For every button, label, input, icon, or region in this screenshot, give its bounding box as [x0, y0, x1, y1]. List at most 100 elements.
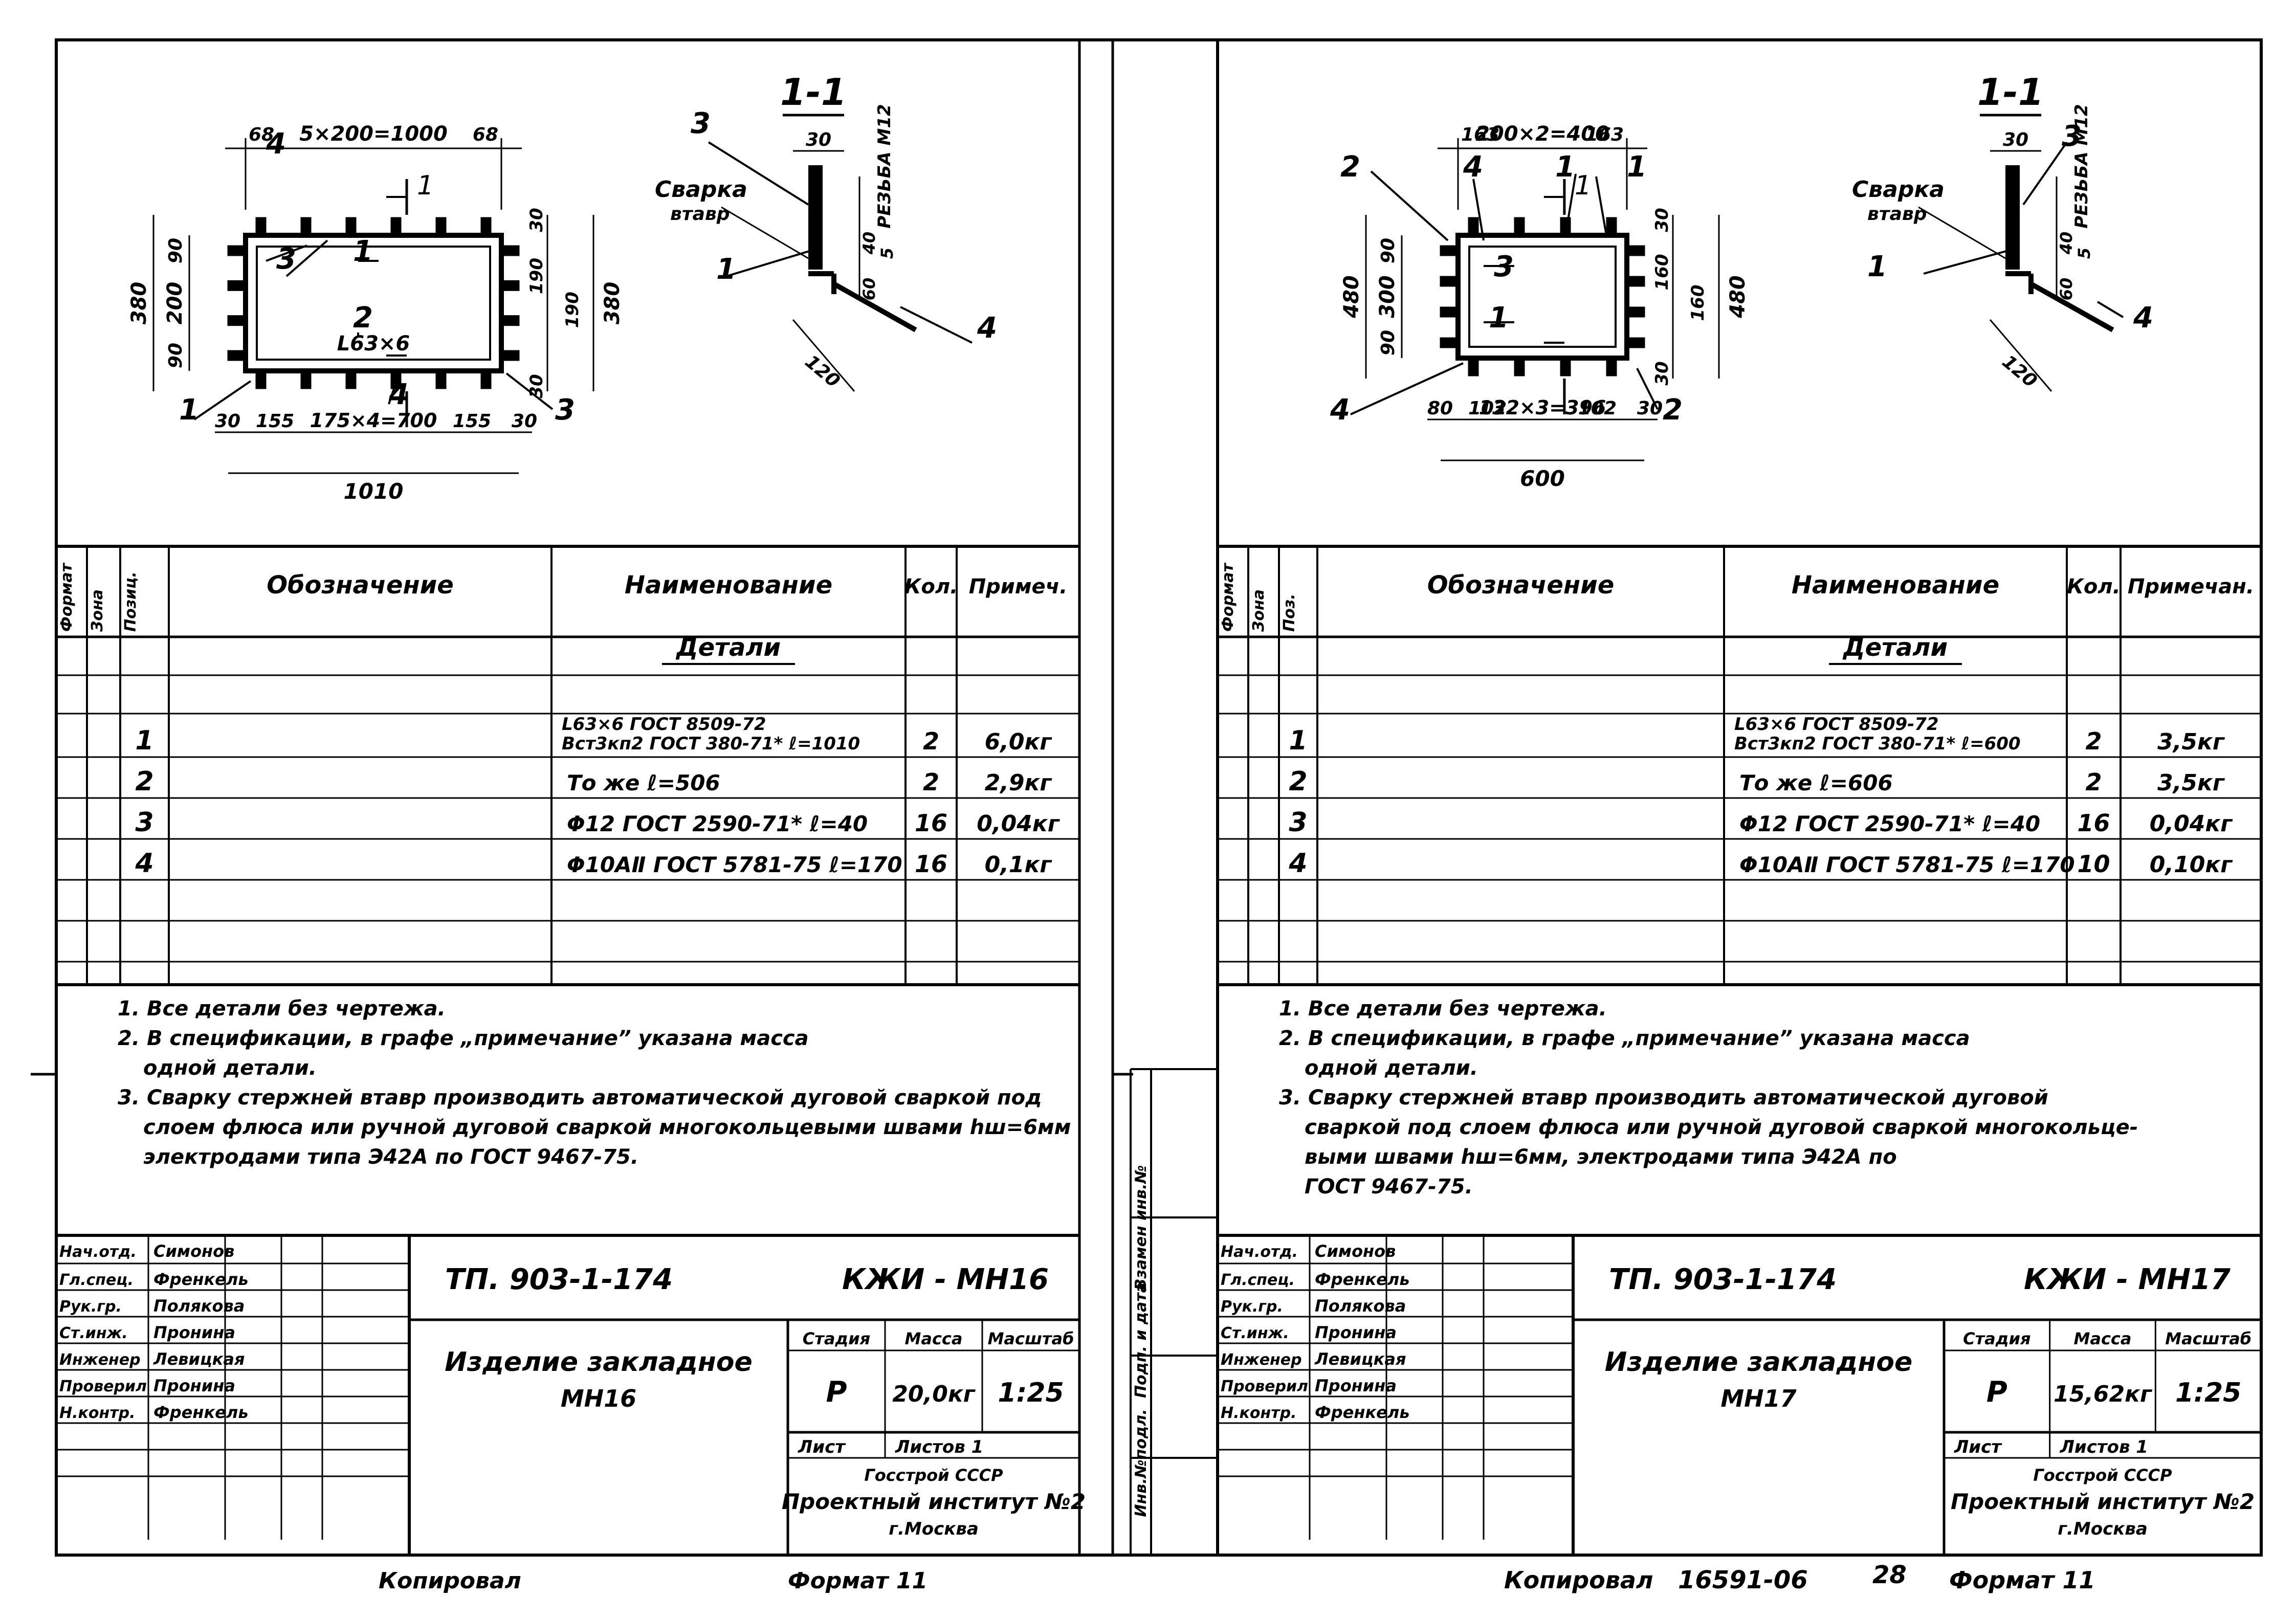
spec-row-note: 0,04кг [977, 811, 1060, 837]
spec-row-qty: 2 [923, 768, 939, 796]
leader-line [1636, 368, 1659, 410]
position-callout: 1 [1867, 250, 1887, 283]
staff-name: Пронина [1315, 1323, 1397, 1342]
dim-label: 190 [562, 292, 583, 328]
position-callout: 1 [179, 393, 199, 427]
spec-row-name: Вст3кп2 ГОСТ 380-71* ℓ=600 [1734, 734, 2021, 754]
position-callout: 3 [691, 107, 711, 140]
dim-label: 155 [453, 411, 491, 432]
dim-label: 380 [601, 282, 624, 325]
dim-total-label: 1010 [344, 479, 404, 504]
position-callout: 1 [353, 235, 373, 268]
spec-row-pos: 1 [1289, 725, 1307, 756]
dim-label: 30 [1652, 208, 1672, 232]
position-callout: 1 [1489, 301, 1509, 335]
spec-row-qty: 2 [2085, 727, 2102, 755]
staff-role: Рук.гр. [59, 1298, 122, 1316]
leader-line [1923, 250, 2008, 275]
anchor-stud-top [300, 217, 312, 236]
leader-line [2022, 141, 2068, 206]
org-line: Госстрой СССР [2033, 1466, 2172, 1485]
org-line: Проектный институт №2 [1951, 1489, 2255, 1514]
spec-row-name: Φ12 ГОСТ 2590-71* ℓ=40 [1739, 811, 2040, 836]
embedded-plate-outline [243, 233, 504, 373]
staff-name: Френкель [153, 1403, 249, 1422]
anchor-stud-top [435, 217, 447, 236]
spec-row-note: 0,1кг [985, 852, 1053, 878]
leader-line [2096, 301, 2124, 318]
staff-name: Френкель [1315, 1403, 1410, 1422]
stage-value: Р [1986, 1376, 2007, 1409]
dim-label: 90 [1378, 238, 1399, 263]
anchor-stud-top [1606, 217, 1617, 236]
note-line: 3. Сварку стержней втавр производить авт… [1279, 1086, 2048, 1110]
staff-name: Полякова [153, 1296, 245, 1316]
dim-label: 480 [1726, 275, 1750, 319]
staff-role: Инженер [59, 1351, 141, 1369]
staff-name: Левицкая [153, 1349, 245, 1369]
spec-header-pos: Поз. [1281, 593, 1298, 632]
spec-header-name: Наименование [625, 571, 832, 600]
dim-label: 30 [526, 374, 547, 398]
anchor-stud-top [1514, 217, 1525, 236]
dim-top-label: 5×200=1000 [299, 122, 448, 146]
spec-row-pos: 4 [1288, 848, 1307, 879]
stage-header: Стадия [803, 1329, 870, 1348]
staff-role: Рук.гр. [1221, 1298, 1283, 1316]
spec-row-note: 0,10кг [2150, 852, 2233, 878]
dim-label: 5 [877, 248, 897, 259]
position-callout: 2 [1340, 150, 1360, 184]
section-anchor-bar [832, 281, 917, 332]
staff-role: Ст.инж. [59, 1324, 128, 1342]
note-line: 1. Все детали без чертежа. [1279, 997, 1607, 1021]
dim-label: 60 [859, 278, 879, 301]
dim-label: 102 [1468, 398, 1507, 419]
anchor-stud-bottom [1468, 357, 1479, 376]
staff-name: Симонов [1315, 1241, 1396, 1261]
staff-role: Ст.инж. [1221, 1324, 1289, 1342]
sheets-header: Листов 1 [2060, 1437, 2148, 1457]
anchor-stud-top [390, 217, 402, 236]
dim-label: 68 [249, 124, 274, 145]
anchor-stud-top [480, 217, 492, 236]
dim-label: 120 [801, 351, 844, 392]
spec-row-name: То же ℓ=606 [1739, 770, 1893, 795]
spec-header-name: Наименование [1792, 571, 1999, 600]
mass-value: 15,62кг [2054, 1381, 2153, 1407]
spec-row-pos: 3 [135, 807, 153, 838]
anchor-stud-left [1440, 337, 1459, 348]
position-callout: 3 [555, 393, 575, 427]
anchor-stud-left [1440, 306, 1459, 318]
anchor-stud-bottom [1606, 357, 1617, 376]
anchor-stud-bottom [1514, 357, 1525, 376]
spec-section-title: Детали [675, 633, 781, 662]
inner-angle-outline [256, 246, 491, 361]
sheet-header: Лист [798, 1437, 846, 1457]
spec-row-name: То же ℓ=506 [567, 770, 720, 795]
spec-row-name: Φ10АⅡ ГОСТ 5781-75 ℓ=170 [567, 852, 902, 877]
dimension-line-120 [792, 319, 855, 392]
scale-header: Масштаб [988, 1329, 1074, 1348]
leader-line [1595, 176, 1607, 236]
spec-row-note: 6,0кг [985, 729, 1053, 755]
spec-header-note: Примеч. [969, 575, 1068, 598]
leader-line [193, 380, 252, 420]
anchor-stud-bottom [1560, 357, 1571, 376]
weld-label: втавр [1867, 204, 1927, 225]
section-title: 1-1 [1977, 71, 2044, 114]
leader-line [1472, 179, 1485, 241]
org-line: Проектный институт №2 [782, 1489, 1086, 1514]
dim-top-label: 200×2=400 [1475, 122, 1609, 146]
staff-name: Полякова [1315, 1296, 1406, 1316]
spec-row-name: L63×6 ГОСТ 8509-72 [562, 714, 766, 735]
spec-row-qty: 16 [2077, 809, 2110, 837]
position-callout: 2 [1663, 393, 1683, 427]
dim-label: 160 [1652, 254, 1672, 291]
product-mark: МН16 [561, 1385, 636, 1412]
profile-label: L63×6 [337, 332, 410, 356]
org-line: Госстрой СССР [864, 1466, 1003, 1485]
position-callout: 4 [977, 312, 997, 345]
dim-label: 30 [526, 208, 547, 232]
spec-row-pos: 2 [135, 766, 153, 797]
